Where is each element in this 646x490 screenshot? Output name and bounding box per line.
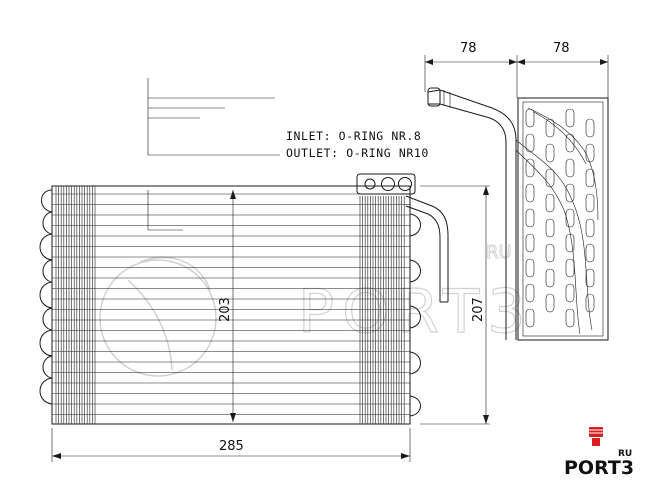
dim-depth-right: 78 [553,41,570,56]
side-slot [525,158,535,178]
fin-band-right [359,196,405,424]
side-slot [565,308,575,328]
port3-logo: PORT3 RU [564,427,634,479]
side-slot [545,118,555,138]
side-slot [525,283,535,303]
internal-piping [515,107,599,335]
side-slot [545,268,555,288]
outlet-note: OUTLET: O-RING NR10 [286,146,429,160]
side-slot [525,133,535,153]
note-leaders [147,78,280,231]
side-slot [585,243,595,263]
side-slot [585,143,595,163]
side-slot [525,183,535,203]
side-slot [545,218,555,238]
watermark: PORT3 RU [99,242,534,377]
side-view-slots [525,108,595,328]
fin-band-left [55,186,96,424]
dimension-width: 285 [51,428,411,462]
side-slot [545,293,555,313]
dim-width: 285 [219,439,244,454]
dim-depth-left: 78 [460,41,477,56]
dimension-top: 78 78 [424,41,609,98]
side-slot [565,208,575,228]
side-slot [545,243,555,263]
side-slot [565,183,575,203]
side-slot [565,258,575,278]
dimension-core-height: 203 [218,190,236,422]
side-slot [585,268,595,288]
dim-core-height: 203 [218,297,233,322]
watermark-text: PORT3 [298,277,534,347]
side-slot [585,293,595,313]
pipe-flange [356,173,416,195]
side-slot [565,158,575,178]
side-slot [525,208,535,228]
right-tube-ends [409,213,421,417]
side-slot [545,168,555,188]
side-slot [545,193,555,213]
side-slot [565,108,575,128]
core-tubes [52,193,410,415]
side-slot [525,108,535,128]
dim-overall-height: 207 [471,297,486,322]
side-slot [585,218,595,238]
piston-icon [589,427,603,446]
side-slot [585,118,595,138]
side-slot [525,233,535,253]
left-tube-ends [39,189,53,405]
dimension-overall-height: 207 [420,185,490,425]
logo-text: PORT3 [564,457,634,479]
side-slot [545,143,555,163]
inlet-note: INLET: O-RING NR.8 [286,129,421,143]
side-view [427,87,609,341]
logo-suffix: RU [618,449,632,459]
front-view [39,173,449,425]
watermark-suffix: RU [486,242,512,263]
side-slot [565,283,575,303]
side-slot [525,308,535,328]
side-slot [525,258,535,278]
side-slot [585,193,595,213]
